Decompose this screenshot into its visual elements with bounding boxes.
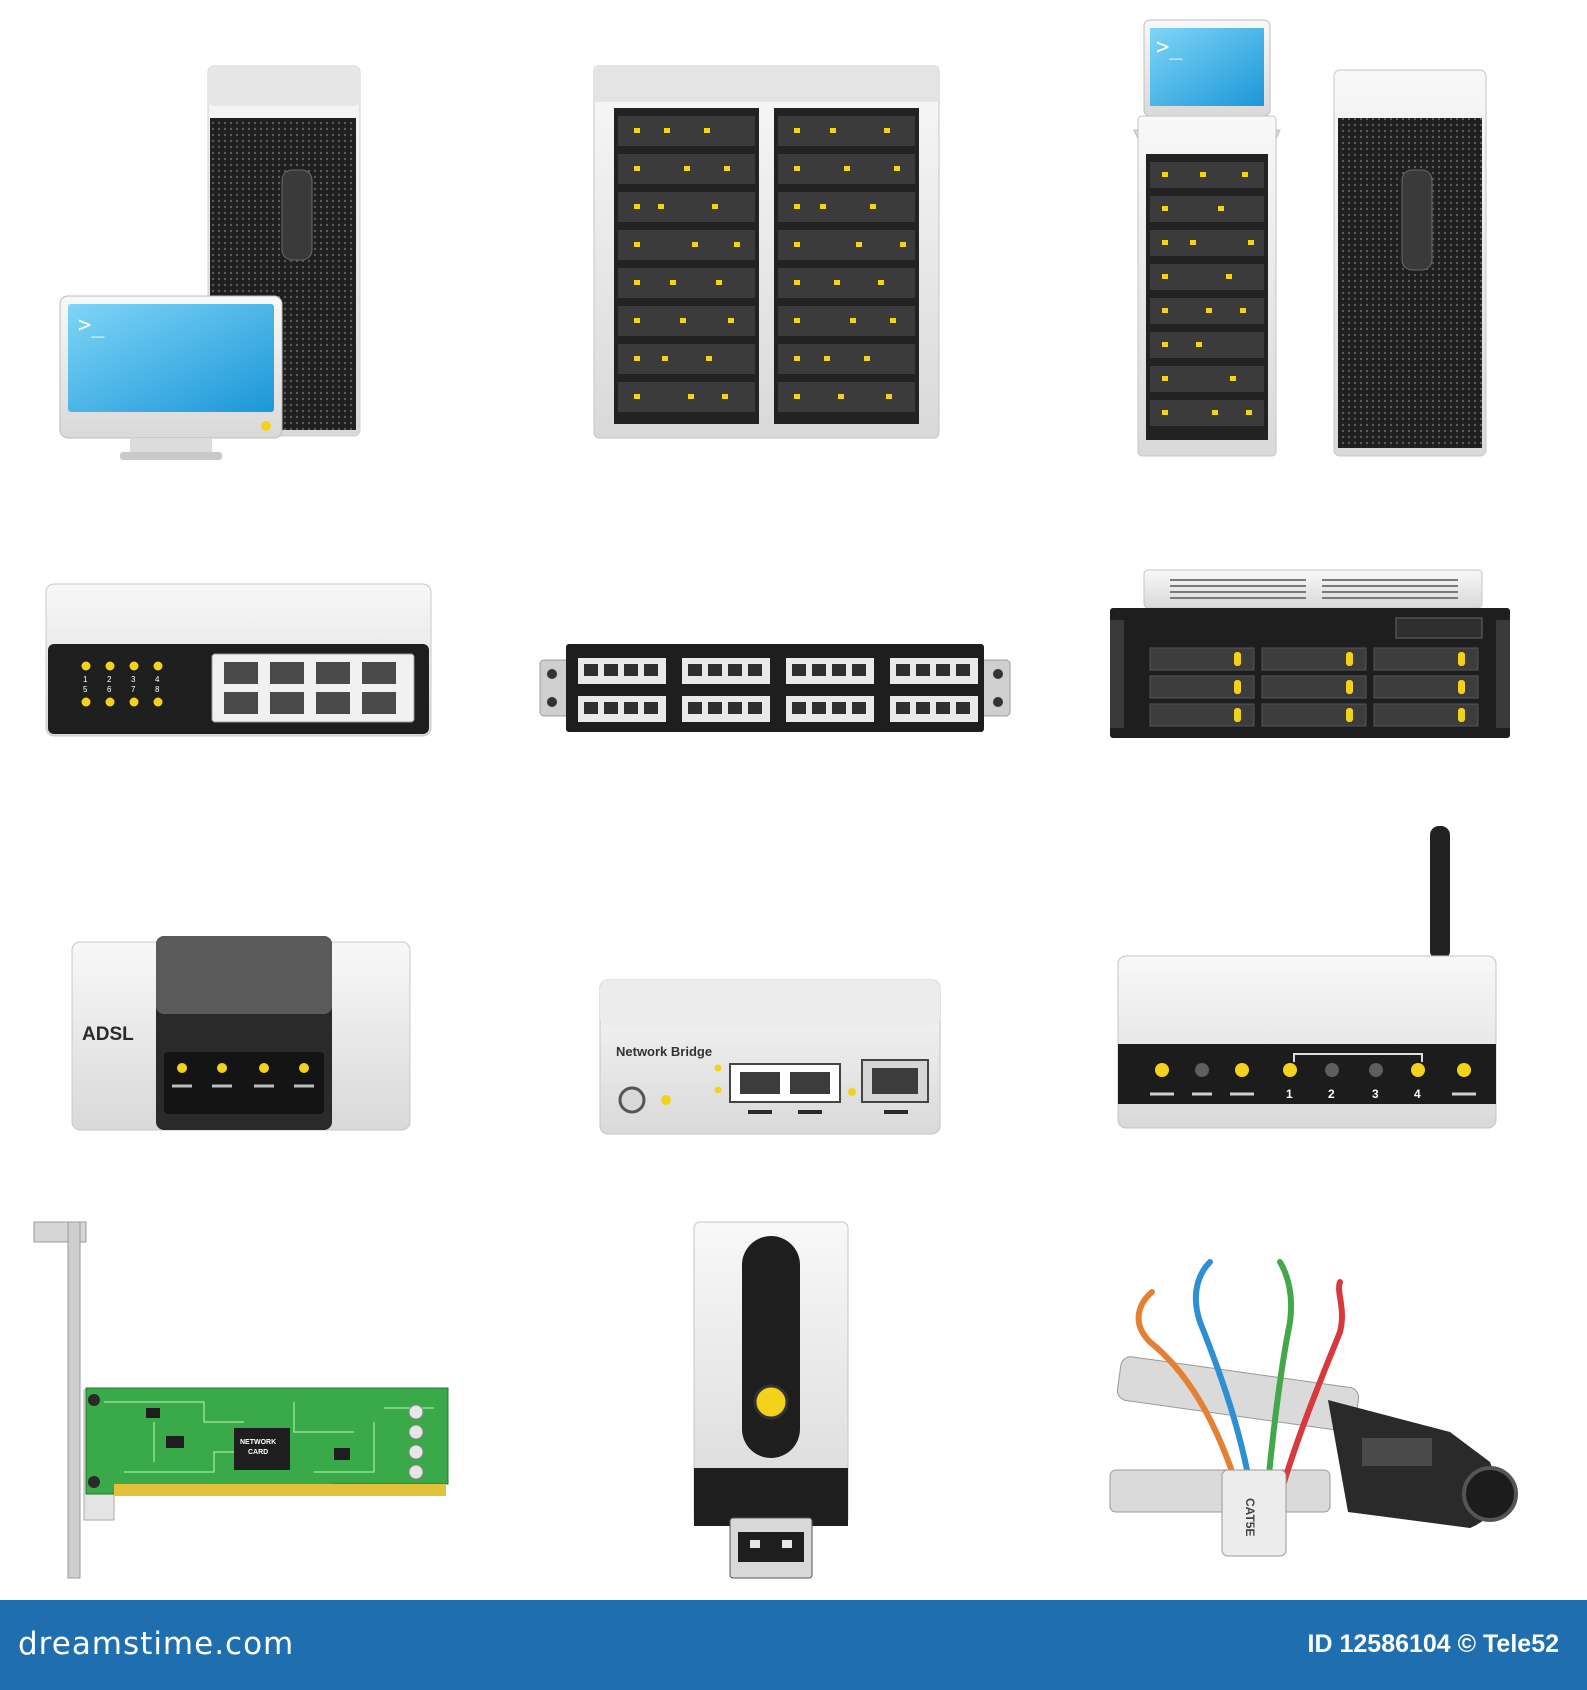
svg-text:Network Bridge: Network Bridge <box>616 1044 712 1059</box>
footer-bar: dreamstime.com ID 12586104 © Tele52 <box>0 1600 1587 1690</box>
svg-text:ADSL: ADSL <box>82 1024 134 1045</box>
footer-brand[interactable]: dreamstime.com <box>18 1626 295 1662</box>
usb-modem-icon <box>693 1221 854 1582</box>
adsl-modem-icon: ADSL <box>71 936 412 1136</box>
svg-text:4: 4 <box>1414 1087 1421 1101</box>
footer-credit: ID 12586104 © Tele52 <box>1307 1630 1559 1658</box>
svg-text:>_: >_ <box>1156 35 1183 60</box>
svg-text:1: 1 <box>83 675 88 684</box>
cable-crimper-icon: CAT5E <box>1109 1232 1540 1562</box>
network-card-icon: NETWORK CARD <box>33 1221 454 1582</box>
svg-text:2: 2 <box>1328 1087 1335 1101</box>
svg-text:CAT5E: CAT5E <box>1243 1498 1257 1536</box>
network-switch-icon: 1 2 3 4 5 6 7 8 <box>45 583 436 744</box>
svg-text:8: 8 <box>155 685 160 694</box>
svg-text:4: 4 <box>155 675 160 684</box>
workstation-icon: >_ <box>59 60 380 480</box>
network-bridge-icon: Network Bridge <box>599 979 945 1140</box>
patch-panel-icon <box>539 634 1011 744</box>
svg-text:CARD: CARD <box>248 1449 268 1456</box>
rack-server-icon <box>1110 569 1515 750</box>
server-console-icon: >_ <box>1130 19 1500 457</box>
svg-text:6: 6 <box>107 685 112 694</box>
server-rack-icon <box>593 65 940 446</box>
svg-text:NETWORK: NETWORK <box>240 1439 276 1446</box>
wireless-router-icon: 1 2 3 4 <box>1117 826 1498 1136</box>
svg-text:3: 3 <box>1372 1087 1379 1101</box>
icon-grid: >_ <box>33 19 1540 1582</box>
svg-text:3: 3 <box>131 675 136 684</box>
svg-text:7: 7 <box>131 685 136 694</box>
svg-text:>_: >_ <box>78 313 105 338</box>
svg-text:5: 5 <box>83 685 88 694</box>
svg-text:1: 1 <box>1286 1087 1293 1101</box>
svg-text:2: 2 <box>107 675 112 684</box>
